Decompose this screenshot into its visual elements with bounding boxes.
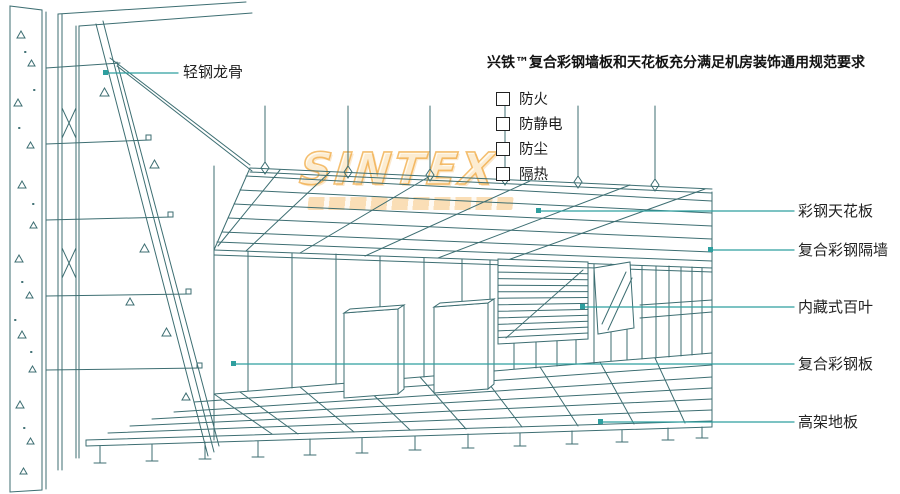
feature-dustproof: 防尘 (496, 138, 548, 159)
feature-label: 防静电 (519, 117, 563, 133)
louver-panel (497, 258, 589, 345)
feature-label: 隔热 (519, 167, 548, 183)
feature-label: 防火 (519, 92, 548, 108)
label-floor: 高架地板 (798, 413, 859, 431)
floor-pedestals (93, 426, 709, 464)
concrete-wall (9, 5, 47, 493)
label-louver: 内藏式百叶 (798, 298, 874, 316)
feature-antistatic: 防静电 (496, 113, 563, 134)
label-panel: 复合彩钢板 (798, 355, 874, 373)
checkbox-icon (496, 91, 510, 106)
server-cabinets (342, 298, 496, 399)
checkbox-icon (496, 141, 510, 156)
raised-floor-grid (85, 352, 713, 447)
label-keel: 轻钢龙骨 (183, 63, 244, 81)
ceiling-hanger-rods (260, 105, 660, 192)
steel-keel (45, 1, 253, 471)
checkbox-icon (496, 116, 510, 131)
checkbox-icon (496, 166, 510, 181)
feature-label: 防尘 (519, 142, 548, 158)
ceiling-panel-grid (213, 167, 713, 269)
label-ceiling: 彩钢天花板 (798, 202, 874, 220)
feature-fireproof: 防火 (496, 88, 548, 109)
leader-lines (103, 70, 795, 424)
label-partition: 复合彩钢隔墙 (798, 241, 889, 259)
window (593, 261, 635, 335)
feature-heat-insulation: 隔热 (496, 163, 548, 184)
headline: 兴铁™复合彩钢墙板和天花板充分满足机房装饰通用规范要求 (487, 55, 865, 71)
